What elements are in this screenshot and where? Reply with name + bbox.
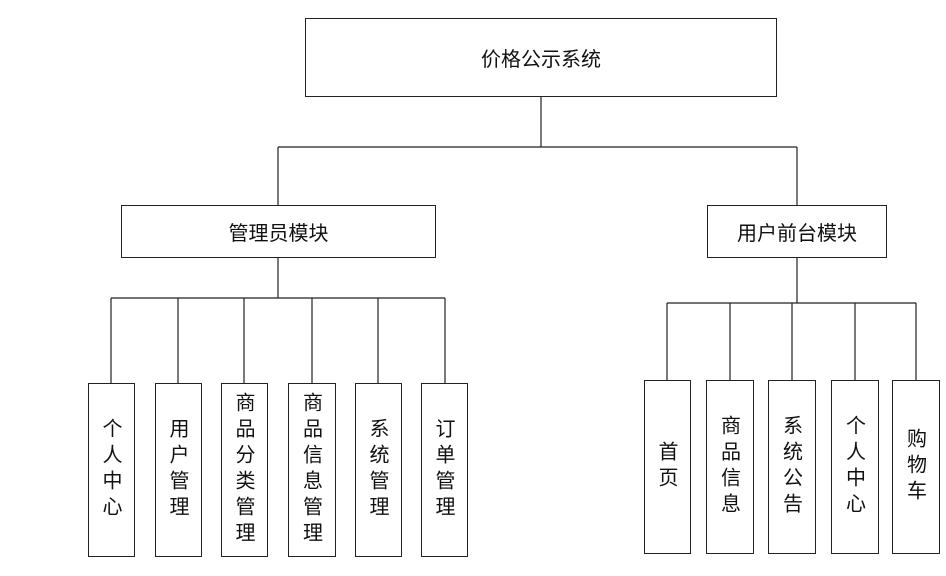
frontend-child-label: 购物车 (903, 428, 928, 506)
admin-module-node: 管理员模块 (121, 205, 436, 258)
admin-child-node: 订单管理 (421, 383, 468, 557)
frontend-child-label: 首页 (655, 441, 679, 493)
admin-child-label: 用户管理 (166, 418, 190, 522)
frontend-child-label: 个人中心 (842, 415, 867, 519)
frontend-child-label: 商品信息 (717, 415, 742, 519)
frontend-module-label: 用户前台模块 (737, 221, 857, 245)
frontend-module-node: 用户前台模块 (707, 205, 887, 258)
admin-child-node: 个人中心 (88, 383, 135, 557)
admin-child-node: 用户管理 (155, 383, 202, 557)
root-node-label: 价格公示系统 (481, 47, 601, 71)
admin-child-node: 系统管理 (355, 383, 402, 557)
frontend-child-node: 个人中心 (831, 380, 879, 554)
frontend-child-node: 购物车 (892, 380, 940, 554)
admin-child-node: 商品信息管理 (288, 383, 336, 557)
frontend-child-node: 商品信息 (706, 380, 754, 554)
frontend-child-label: 系统公告 (779, 415, 804, 519)
admin-child-node: 商品分类管理 (221, 383, 268, 557)
root-node: 价格公示系统 (305, 18, 777, 97)
admin-child-label: 商品信息管理 (299, 392, 324, 548)
admin-child-label: 系统管理 (366, 418, 390, 522)
admin-child-label: 订单管理 (432, 418, 456, 522)
admin-child-label: 商品分类管理 (232, 392, 256, 548)
frontend-child-node: 首页 (644, 380, 691, 554)
frontend-child-node: 系统公告 (768, 380, 816, 554)
admin-child-label: 个人中心 (99, 418, 123, 522)
admin-module-label: 管理员模块 (228, 221, 329, 245)
